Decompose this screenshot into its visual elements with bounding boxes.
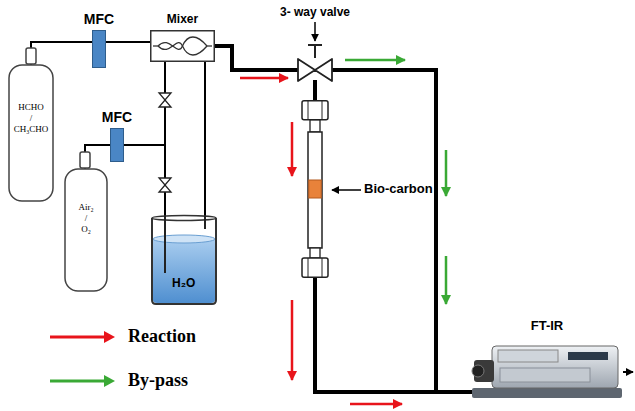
mfc-body — [110, 128, 124, 162]
needle-valve — [159, 93, 171, 192]
gas-line — [124, 62, 165, 145]
valve-stem — [308, 45, 322, 58]
needle-valve — [159, 93, 171, 100]
needle-valve — [159, 100, 171, 107]
reaction-flow-arrow — [291, 300, 294, 380]
beaker — [150, 215, 218, 305]
legend-label: Reaction — [128, 326, 196, 347]
outlet-arrow — [623, 371, 633, 373]
legend-arrow — [48, 374, 116, 388]
sample-label: Bio-carbon — [364, 182, 433, 197]
gas-cylinder: HCHO / CH₃CHO — [8, 64, 54, 202]
gas-line — [31, 42, 92, 64]
reaction-flow-arrow — [291, 122, 294, 176]
gas-line — [215, 46, 297, 70]
gas-line — [124, 145, 165, 215]
water-label: H₂O — [172, 277, 195, 291]
cylinder-label: Air₂ / O₂ — [66, 202, 106, 234]
valve-body — [297, 58, 333, 82]
bypass-flow-arrow — [345, 59, 405, 62]
mass-flow-controller: MFC — [92, 30, 106, 68]
legend-label: By-pass — [128, 370, 188, 391]
gas-cylinder: Air₂ / O₂ — [64, 168, 108, 292]
gas-mixer: Mixer — [150, 30, 215, 62]
mfc-label: MFC — [102, 109, 132, 125]
gas-line — [313, 82, 317, 100]
legend-arrow — [48, 330, 116, 344]
water-bubbler: H₂O — [150, 215, 218, 305]
spectrometer-picture — [472, 340, 622, 402]
reaction-flow-arrow — [350, 403, 402, 406]
reaction-flow-arrow — [240, 77, 288, 80]
ftir-spectrometer: FT-IR — [472, 340, 622, 402]
mfc-body — [92, 30, 106, 68]
leader-arrow — [332, 189, 361, 191]
bypass-flow-arrow — [445, 150, 448, 196]
gas-line — [204, 62, 206, 215]
cylinder-valve — [26, 48, 36, 64]
fixed-bed-reactor: Bio-carbon — [300, 100, 330, 278]
valve-label: 3- way valve — [280, 6, 350, 20]
cylinder-label: HCHO / CH₃CHO — [10, 102, 52, 134]
mixer-label: Mixer — [167, 13, 198, 27]
mass-flow-controller: MFC — [110, 128, 124, 162]
bypass-legend: By-pass — [48, 370, 188, 391]
needle-valve — [159, 178, 171, 185]
bypass-flow-arrow — [345, 60, 446, 304]
three-way-valve: 3- way valve — [297, 58, 333, 82]
reaction-flow-arrow — [240, 78, 402, 404]
needle-valve — [159, 185, 171, 192]
cylinder-valve — [80, 152, 90, 168]
reaction-legend: Reaction — [48, 326, 196, 347]
mixer-body — [150, 30, 215, 62]
gas-line — [333, 70, 472, 392]
gas-line — [315, 278, 472, 392]
mfc-label: MFC — [84, 11, 114, 27]
reactor-tube — [300, 100, 330, 278]
bypass-flow-arrow — [445, 256, 448, 304]
instrument-label: FT-IR — [531, 319, 564, 334]
outlet-arrow — [623, 371, 633, 373]
valve-stem — [314, 45, 316, 58]
valve-stem — [308, 44, 322, 46]
leader-arrow — [314, 22, 316, 41]
gas-line — [106, 41, 150, 43]
